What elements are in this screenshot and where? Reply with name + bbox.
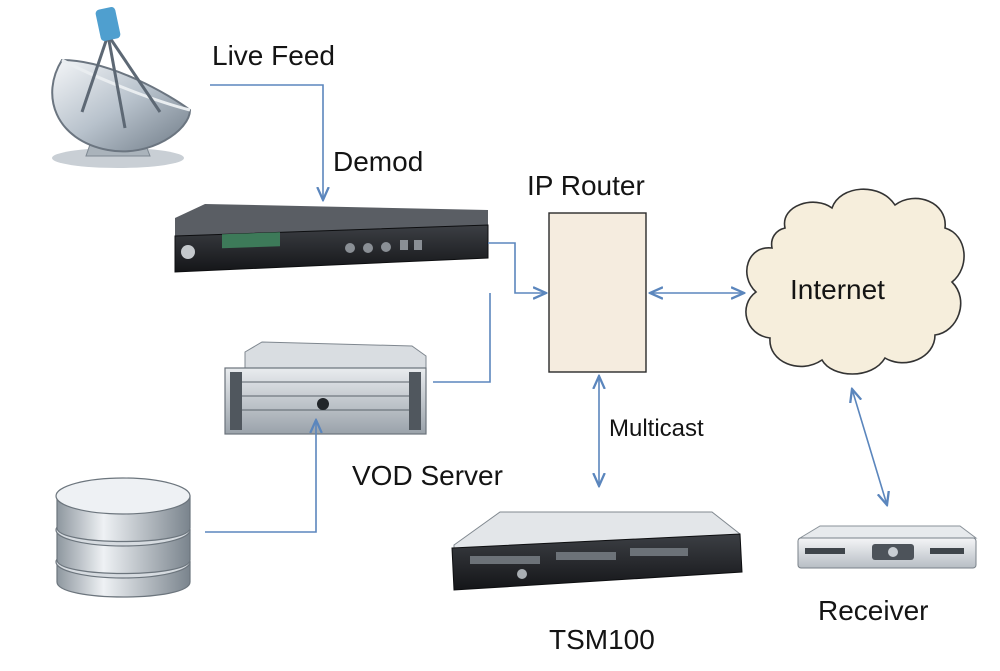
tsm100-label: TSM100 xyxy=(549,624,655,655)
connector-demod-to-router xyxy=(488,242,546,293)
live-feed-label: Live Feed xyxy=(212,40,335,71)
satellite-dish-icon xyxy=(51,7,192,168)
rack-receiver-icon xyxy=(174,204,489,273)
database-icon xyxy=(55,477,191,598)
rack-server-icon xyxy=(451,511,743,591)
internet-label: Internet xyxy=(790,274,885,305)
ip-router-box xyxy=(548,212,647,373)
demod-label: Demod xyxy=(333,146,424,177)
rack-server-icon xyxy=(224,341,427,435)
connector-internet-receiver xyxy=(852,389,887,505)
cloud-icon xyxy=(745,188,965,375)
vod-server-label: VOD Server xyxy=(352,460,503,491)
receiver-label: Receiver xyxy=(818,595,929,626)
ip-router-label: IP Router xyxy=(527,170,645,201)
connector-live-feed-to-demod xyxy=(210,84,323,200)
connector-lines xyxy=(205,84,887,533)
set-top-box-icon xyxy=(797,525,978,569)
connector-storage-to-vod xyxy=(205,420,316,533)
connector-vod-to-router xyxy=(433,293,491,383)
multicast-label: Multicast xyxy=(609,415,704,442)
